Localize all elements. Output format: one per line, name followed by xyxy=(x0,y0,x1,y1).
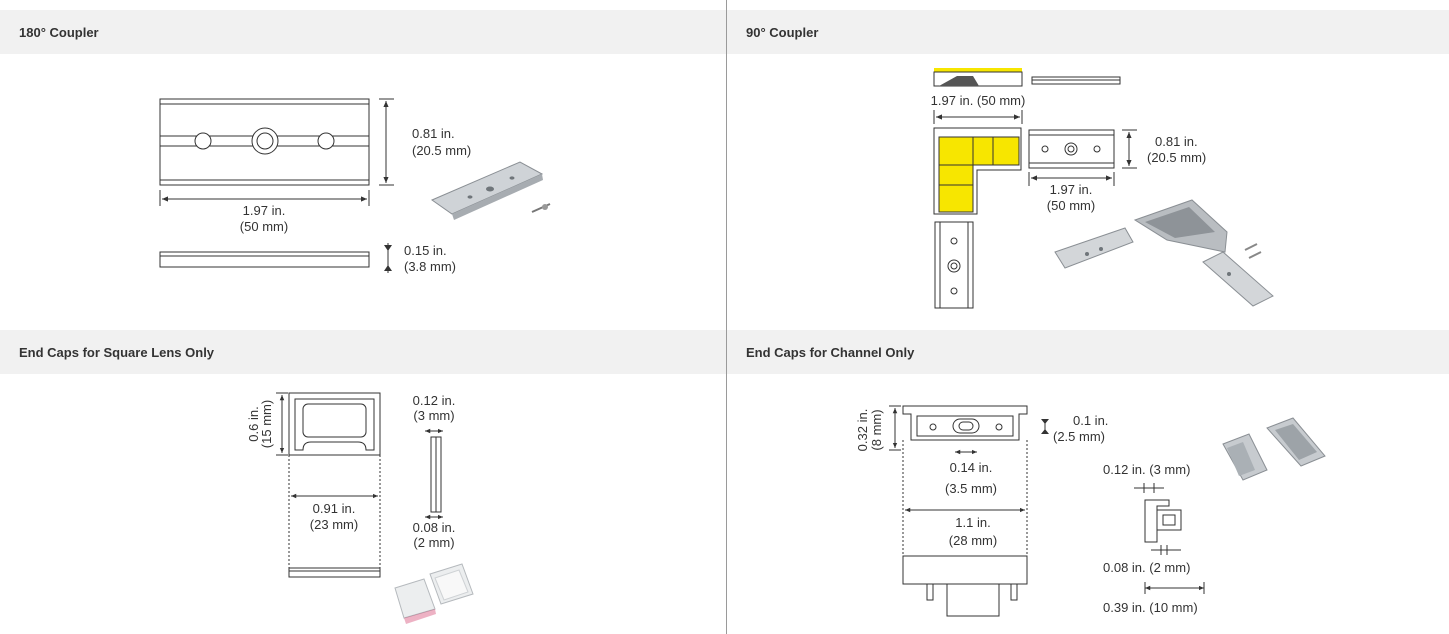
channel-cap-profile xyxy=(902,405,1028,441)
thick-mm-label: (2 mm) xyxy=(413,535,454,550)
panel-title: 180° Coupler xyxy=(19,24,99,40)
gap-mm-label: (3 mm) xyxy=(413,408,454,423)
height-mm-label: (20.5 mm) xyxy=(1147,150,1206,165)
panel-end-caps-channel: End Caps for Channel Only 0.32 in. (8 mm… xyxy=(727,320,1449,634)
length-in-label: 1.97 in. xyxy=(243,203,286,218)
length-mm-label: (50 mm) xyxy=(240,219,288,234)
corner-l-piece xyxy=(933,127,1022,215)
channel-caps-diagram: 0.32 in. (8 mm) 0.1 in. (2.5 mm) 0.14 in… xyxy=(855,405,1326,617)
side-a-label: 0.12 in. (3 mm) xyxy=(1103,462,1190,477)
square-cap-profile xyxy=(288,392,381,456)
column-divider xyxy=(726,0,727,634)
square-cap-bottom-view xyxy=(288,567,381,578)
channel-cap-side-profile xyxy=(1144,499,1182,543)
height-in-label: 0.32 in. xyxy=(855,409,870,452)
lip-mm-label: (2.5 mm) xyxy=(1053,429,1105,444)
panel-header: End Caps for Channel Only xyxy=(727,330,1449,374)
lip-in-label: 0.1 in. xyxy=(1073,413,1108,428)
coupler-top-view xyxy=(159,98,370,186)
corner-top-view xyxy=(933,68,1121,87)
gap-in-label: 0.12 in. xyxy=(413,393,456,408)
height-mm-label: (20.5 mm) xyxy=(412,143,471,158)
panel-header: 90° Coupler xyxy=(727,10,1449,54)
panel-title: End Caps for Channel Only xyxy=(746,344,915,360)
corner-straight-coupler xyxy=(1028,129,1115,169)
panel-end-caps-square-lens: End Caps for Square Lens Only 0.6 in. (1… xyxy=(0,320,726,634)
panel-title: 90° Coupler xyxy=(746,24,819,40)
length-in-label: 1.97 in. xyxy=(1050,182,1093,197)
height-in-label: 0.81 in. xyxy=(1155,134,1198,149)
thick-in-label: 0.08 in. xyxy=(413,520,456,535)
square-cap-product-photo xyxy=(394,563,474,624)
width-mm-label: (23 mm) xyxy=(310,517,358,532)
height-in-label: 0.81 in. xyxy=(412,126,455,141)
square-cap-side-profile xyxy=(430,436,442,513)
coupler-side-view xyxy=(159,251,370,268)
corner-product-photo xyxy=(1054,199,1274,307)
coupler-90-diagram: 1.97 in. (50 mm) xyxy=(931,68,1274,309)
width-mm-label: (28 mm) xyxy=(949,533,997,548)
top-length-label: 1.97 in. (50 mm) xyxy=(931,93,1026,108)
panel-180-coupler: 180° Coupler xyxy=(0,0,726,320)
panel-header: End Caps for Square Lens Only xyxy=(0,330,726,374)
slot-mm-label: (3.5 mm) xyxy=(945,481,997,496)
panel-90-coupler: 90° Coupler 1.97 in. (50 mm) xyxy=(727,0,1449,320)
width-in-label: 1.1 in. xyxy=(955,515,990,530)
side-c-label: 0.39 in. (10 mm) xyxy=(1103,600,1198,615)
square-lens-caps-diagram: 0.6 in. (15 mm) 0.91 in. (23 mm) 0.12 in… xyxy=(246,392,474,624)
panel-header: 180° Coupler xyxy=(0,10,726,54)
panel-title: End Caps for Square Lens Only xyxy=(19,344,215,360)
height-mm-label: (8 mm) xyxy=(869,409,884,450)
channel-cap-bottom-view xyxy=(902,555,1028,617)
channel-cap-product-photo xyxy=(1222,417,1326,481)
coupler-180-diagram: 0.81 in. (20.5 mm) 1.97 in. (50 mm) 0.15… xyxy=(159,98,551,274)
thickness-mm-label: (3.8 mm) xyxy=(404,259,456,274)
width-in-label: 0.91 in. xyxy=(313,501,356,516)
side-b-label: 0.08 in. (2 mm) xyxy=(1103,560,1190,575)
height-mm-label: (15 mm) xyxy=(259,400,274,448)
coupler-product-photo xyxy=(430,161,551,220)
height-in-label: 0.6 in. xyxy=(246,406,261,441)
corner-vertical-coupler xyxy=(934,221,974,309)
length-mm-label: (50 mm) xyxy=(1047,198,1095,213)
slot-in-label: 0.14 in. xyxy=(950,460,993,475)
thickness-in-label: 0.15 in. xyxy=(404,243,447,258)
